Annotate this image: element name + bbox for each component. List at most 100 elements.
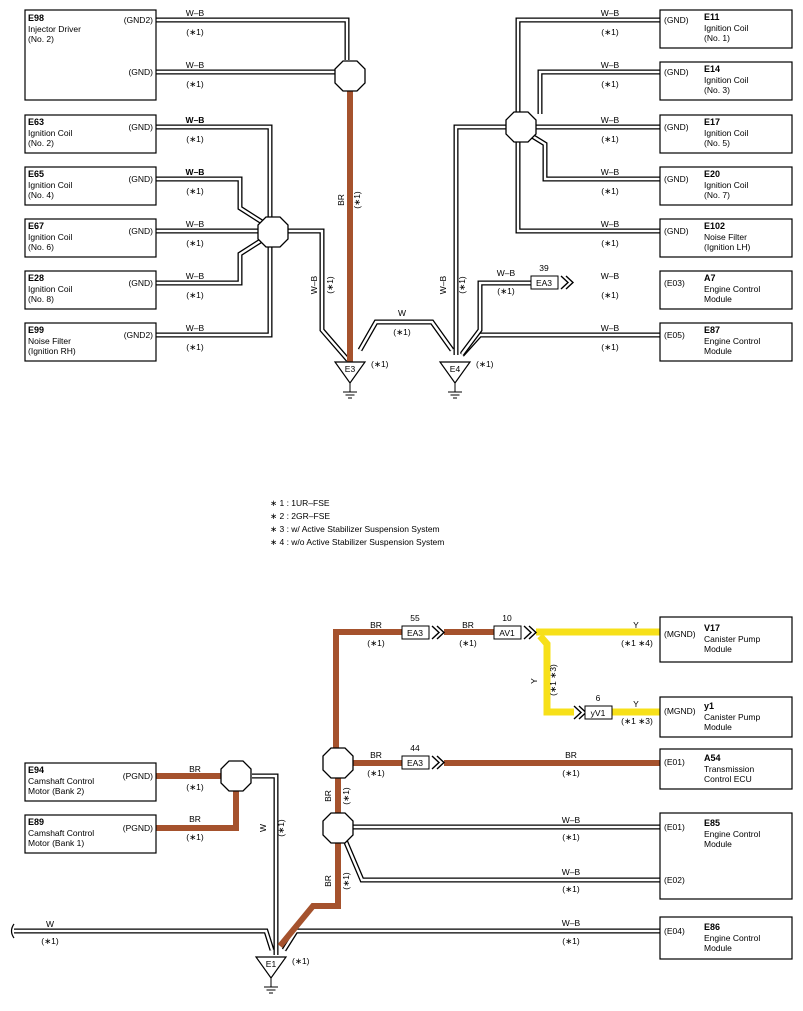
component-e11-ignition-coil[interactable] [659, 9, 793, 49]
e63-code: E63 [28, 117, 44, 127]
e20-pin: (GND) [664, 174, 689, 184]
labels-layer: E98 Injector Driver (No. 2) (GND2) (GND)… [28, 8, 760, 969]
ground-e4-label: E4 [450, 364, 461, 374]
component-e99-noise-filter[interactable] [24, 322, 157, 362]
component-e86-engine-control-module[interactable] [659, 916, 793, 960]
note-w-top: (∗1) [393, 327, 411, 337]
connector-av1[interactable] [493, 625, 522, 640]
wl-ea3-top: W–B [497, 268, 516, 278]
wl-br-b4: BR [565, 750, 577, 760]
y1-name-2: Module [704, 722, 732, 732]
e17-name-1: Ignition Coil [704, 128, 749, 138]
e86-name-1: Engine Control [704, 933, 760, 943]
note-top-1: (∗1) [186, 27, 204, 37]
connector-ea3-top[interactable] [530, 275, 559, 290]
note-top-2: (∗1) [186, 79, 204, 89]
a54-name-1: Transmission [704, 764, 754, 774]
component-e20-ignition-coil[interactable] [659, 166, 793, 206]
component-a7-engine-control-module[interactable] [659, 270, 793, 310]
top-left-harness [156, 17, 455, 362]
note-topr-4: (∗1) [601, 186, 619, 196]
component-e28-ignition-coil[interactable] [24, 270, 157, 310]
ground-e1-label: E1 [266, 959, 277, 969]
component-y1-canister-pump[interactable] [659, 696, 793, 738]
e86-pin: (E04) [664, 926, 685, 936]
note-y1: (∗1 ∗3) [621, 716, 653, 726]
e85-code: E85 [704, 818, 720, 828]
colored-wire-8 [156, 791, 239, 831]
note-br-b2: (∗1) [459, 638, 477, 648]
e86-code: E86 [704, 922, 720, 932]
component-e67-ignition-coil[interactable] [24, 218, 157, 258]
e98-name-2: (No. 2) [28, 34, 54, 44]
component-e89-camshaft-motor[interactable] [24, 814, 157, 854]
e102-pin: (GND) [664, 226, 689, 236]
note-topr-5: (∗1) [601, 238, 619, 248]
ea3-44-name: EA3 [407, 758, 423, 768]
inline-connectors [401, 275, 613, 770]
wl-br-vert1: BR [323, 790, 333, 802]
component-e94-camshaft-motor[interactable] [24, 762, 157, 802]
wl-top-7: W–B [186, 323, 205, 333]
e94-pin: (PGND) [123, 771, 153, 781]
note-wb-right-vert: (∗1) [457, 276, 467, 294]
footnote-4: ∗ 4 : w/o Active Stabilizer Suspension S… [270, 537, 444, 547]
component-e102-noise-filter[interactable] [659, 218, 793, 258]
wl-top-3: W–B [186, 115, 205, 125]
component-e65-ignition-coil[interactable] [24, 166, 157, 206]
note-ea3-top: (∗1) [497, 286, 515, 296]
component-e98-injector-driver[interactable] [24, 9, 157, 101]
wl-br-cam2: BR [189, 814, 201, 824]
wl-top-4: W–B [186, 167, 205, 177]
av1-name: AV1 [499, 628, 515, 638]
e102-name-2: (Ignition LH) [704, 242, 750, 252]
component-e14-ignition-coil[interactable] [659, 61, 793, 101]
junction-engine-ecm [322, 812, 354, 844]
wl-topr-1: W–B [601, 8, 620, 18]
e94-code: E94 [28, 765, 44, 775]
e102-code: E102 [704, 221, 725, 231]
connector-ea3-44[interactable] [401, 755, 430, 770]
colored-wire-10 [537, 633, 574, 716]
e86-name-2: Module [704, 943, 732, 953]
note-y-vert: (∗1 ∗3) [548, 664, 558, 696]
e89-pin: (PGND) [123, 823, 153, 833]
wl-br-b3: BR [370, 750, 382, 760]
e20-code: E20 [704, 169, 720, 179]
component-e85-engine-control-module[interactable] [659, 812, 793, 900]
component-a54-transmission-ecu[interactable] [659, 748, 793, 790]
component-e87-engine-control-module[interactable] [659, 322, 793, 362]
top-right-harness [453, 17, 660, 357]
component-e63-ignition-coil[interactable] [24, 114, 157, 154]
y1-code: y1 [704, 701, 714, 711]
e20-name-2: (No. 7) [704, 190, 730, 200]
connector-ea3-55[interactable] [401, 625, 430, 640]
note-topr-6: (∗1) [601, 290, 619, 300]
component-e17-ignition-coil[interactable] [659, 114, 793, 154]
note-br-b3: (∗1) [367, 768, 385, 778]
component-v17-canister-pump[interactable] [659, 616, 793, 663]
a7-name-1: Engine Control [704, 284, 760, 294]
e63-name-1: Ignition Coil [28, 128, 73, 138]
note-br-cam2: (∗1) [186, 832, 204, 842]
note-top-6: (∗1) [186, 290, 204, 300]
connector-yv1[interactable] [584, 705, 613, 720]
e102-name-1: Noise Filter [704, 232, 747, 242]
wl-w-vert: W [258, 824, 268, 832]
note-v17: (∗1 ∗4) [621, 638, 653, 648]
note-e3: (∗1) [371, 359, 389, 369]
e65-name-2: (No. 4) [28, 190, 54, 200]
note-wb-left-vert: (∗1) [325, 276, 335, 294]
ea3-top-name: EA3 [536, 278, 552, 288]
wl-y-b1: Y [633, 620, 639, 630]
ea3-55-name: EA3 [407, 628, 423, 638]
e17-name-2: (No. 5) [704, 138, 730, 148]
e14-name-1: Ignition Coil [704, 75, 749, 85]
yv1-name: yV1 [591, 708, 606, 718]
e98-pin-gnd: (GND) [128, 67, 153, 77]
wl-wb-b3: W–B [562, 918, 581, 928]
e94-name-2: Motor (Bank 2) [28, 786, 84, 796]
e67-pin: (GND) [128, 226, 153, 236]
note-topr-3: (∗1) [601, 134, 619, 144]
note-wb-b1: (∗1) [562, 832, 580, 842]
